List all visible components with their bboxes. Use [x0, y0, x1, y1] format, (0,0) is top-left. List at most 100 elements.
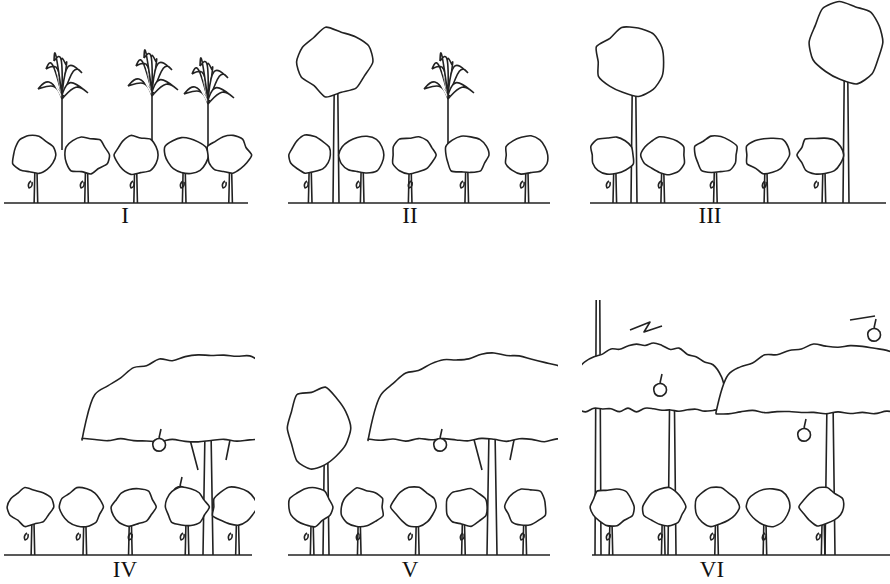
vine [356, 533, 360, 540]
tree-trunk [408, 171, 412, 203]
vine [180, 181, 184, 188]
tree-crown [505, 136, 547, 174]
vine [658, 533, 662, 540]
vine [180, 533, 184, 540]
tree-trunk [308, 171, 312, 203]
panel-numeral: VI [700, 558, 724, 581]
tree-trunk [129, 523, 133, 555]
vine [762, 181, 766, 188]
tree-trunk [185, 523, 189, 555]
tree-trunk [134, 171, 138, 203]
tree-crown [287, 387, 350, 469]
panel-numeral: V [402, 558, 419, 581]
tree-trunk [236, 523, 240, 555]
monkey [798, 419, 811, 441]
tree-crown [695, 487, 739, 527]
tree-crown [445, 136, 489, 172]
banana-leaf [62, 83, 88, 99]
tree-crown [809, 2, 883, 84]
panel-numeral: II [402, 204, 417, 227]
banana-leaf [200, 58, 208, 104]
vine [710, 181, 714, 188]
tree-trunk [465, 171, 469, 203]
tree-crown [114, 135, 158, 174]
vine [408, 181, 412, 188]
banana-stem [61, 95, 63, 150]
vine [520, 533, 524, 540]
monkey [434, 429, 447, 451]
tree-crown [7, 488, 54, 527]
vine [606, 181, 610, 188]
vine [460, 533, 464, 540]
tree-crown [297, 27, 373, 97]
tree-trunk [822, 171, 826, 203]
tree-trunk [714, 171, 718, 203]
tree-crown [641, 137, 685, 175]
vine [762, 533, 766, 540]
banana-leaf [54, 53, 62, 99]
vine [408, 533, 412, 540]
vine [228, 533, 232, 540]
tree-trunk [525, 171, 529, 203]
banana-leaf [208, 88, 234, 104]
banana-leaf [448, 83, 474, 99]
canopy-crown [582, 343, 730, 412]
tree-trunk [85, 171, 89, 203]
tree-crown [746, 138, 789, 174]
vine [356, 181, 360, 188]
tree-trunk [34, 171, 38, 203]
vine [24, 533, 28, 540]
vine [304, 181, 308, 188]
vine [304, 533, 308, 540]
tree-trunk [229, 171, 233, 203]
vine [76, 533, 80, 540]
panel-drawing [288, 27, 550, 203]
tree-crown [341, 488, 383, 527]
tree-crown [289, 135, 331, 173]
tree-crown [59, 487, 103, 526]
vine [606, 533, 610, 540]
panel-drawing [287, 353, 558, 555]
vine [814, 181, 818, 188]
tree-crown [797, 138, 844, 174]
panel-drawing [590, 2, 886, 203]
vine [520, 181, 524, 188]
tree-crown [212, 487, 255, 525]
tree-trunk [763, 523, 767, 555]
panel-drawing [4, 50, 252, 203]
tree-crown [13, 135, 56, 173]
vine [658, 181, 662, 188]
tree-trunk [203, 430, 213, 555]
ground-line [288, 202, 550, 204]
tree-trunk [333, 90, 339, 203]
tree-trunk [415, 523, 419, 555]
tree-trunk [668, 400, 676, 555]
banana-stem [207, 100, 209, 150]
banana-stem [447, 95, 449, 150]
vine [460, 181, 464, 188]
vine [80, 181, 84, 188]
tree-trunk [487, 430, 497, 555]
tree-crown [393, 137, 437, 174]
tree-crown [590, 489, 634, 526]
monkey [153, 429, 166, 451]
banana-leaf [144, 50, 152, 96]
branch [630, 316, 875, 332]
monkey [868, 319, 881, 341]
ground-line [590, 202, 886, 204]
tree-crown [339, 136, 384, 173]
canopy-crown [82, 355, 255, 442]
vine [710, 533, 714, 540]
tree-crown [446, 489, 487, 527]
tree-trunk [31, 523, 35, 555]
tree-crown [207, 135, 251, 173]
tree-crown [391, 487, 437, 527]
tree-trunk [310, 523, 314, 555]
tree-crown [746, 489, 790, 527]
tree-trunk [83, 523, 87, 555]
panel-numeral: IV [113, 558, 137, 581]
tree-trunk [843, 80, 849, 203]
tree-crown [596, 27, 664, 97]
tree-crown [799, 487, 844, 526]
